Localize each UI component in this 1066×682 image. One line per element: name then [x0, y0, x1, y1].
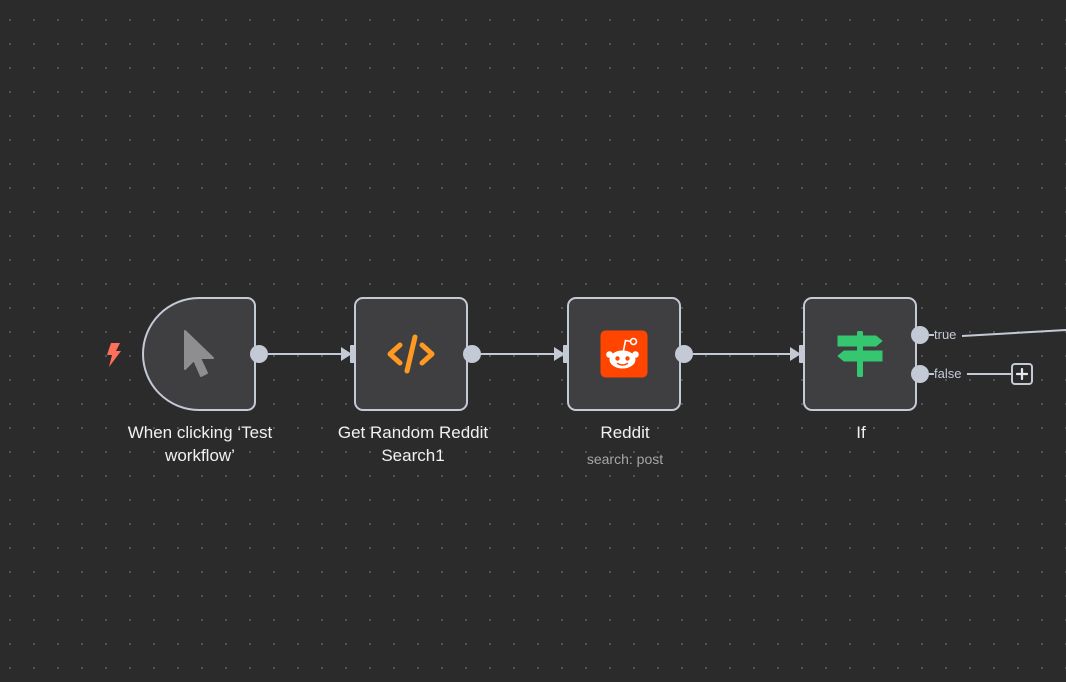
branch-label-false: false	[934, 366, 962, 381]
node-label-reddit: Reddit	[600, 423, 650, 442]
node-subtitle-reddit: search: post	[586, 451, 664, 467]
node-label-line: Get Random Reddit	[337, 423, 489, 442]
node-if[interactable]	[803, 297, 917, 411]
node-label-if: If	[856, 423, 866, 442]
node-label-trigger: When clicking ‘Test workflow’	[90, 421, 310, 467]
node-label-line: Search1	[381, 446, 445, 465]
mouse-pointer-icon	[182, 329, 216, 379]
node-code[interactable]	[354, 297, 468, 411]
code-output-handle[interactable]	[463, 345, 481, 363]
plus-icon	[1016, 368, 1028, 380]
node-label-line: When clicking ‘Test	[127, 423, 273, 442]
reddit-output-handle[interactable]	[675, 345, 693, 363]
branch-label-true: true	[934, 327, 957, 342]
node-label-code: Get Random Reddit Search1	[303, 421, 523, 467]
connection-if-true-out[interactable]	[961, 329, 1066, 337]
trigger-bolt-icon[interactable]	[105, 342, 123, 373]
add-node-button[interactable]	[1011, 363, 1033, 385]
signpost-icon	[836, 329, 884, 379]
node-label-line: workflow’	[165, 446, 235, 465]
node-manual-trigger[interactable]	[142, 297, 256, 411]
if-false-output-handle[interactable]	[911, 365, 929, 383]
trigger-output-handle[interactable]	[250, 345, 268, 363]
code-icon	[386, 334, 436, 374]
if-true-output-handle[interactable]	[911, 326, 929, 344]
reddit-icon	[600, 330, 648, 378]
node-reddit[interactable]	[567, 297, 681, 411]
